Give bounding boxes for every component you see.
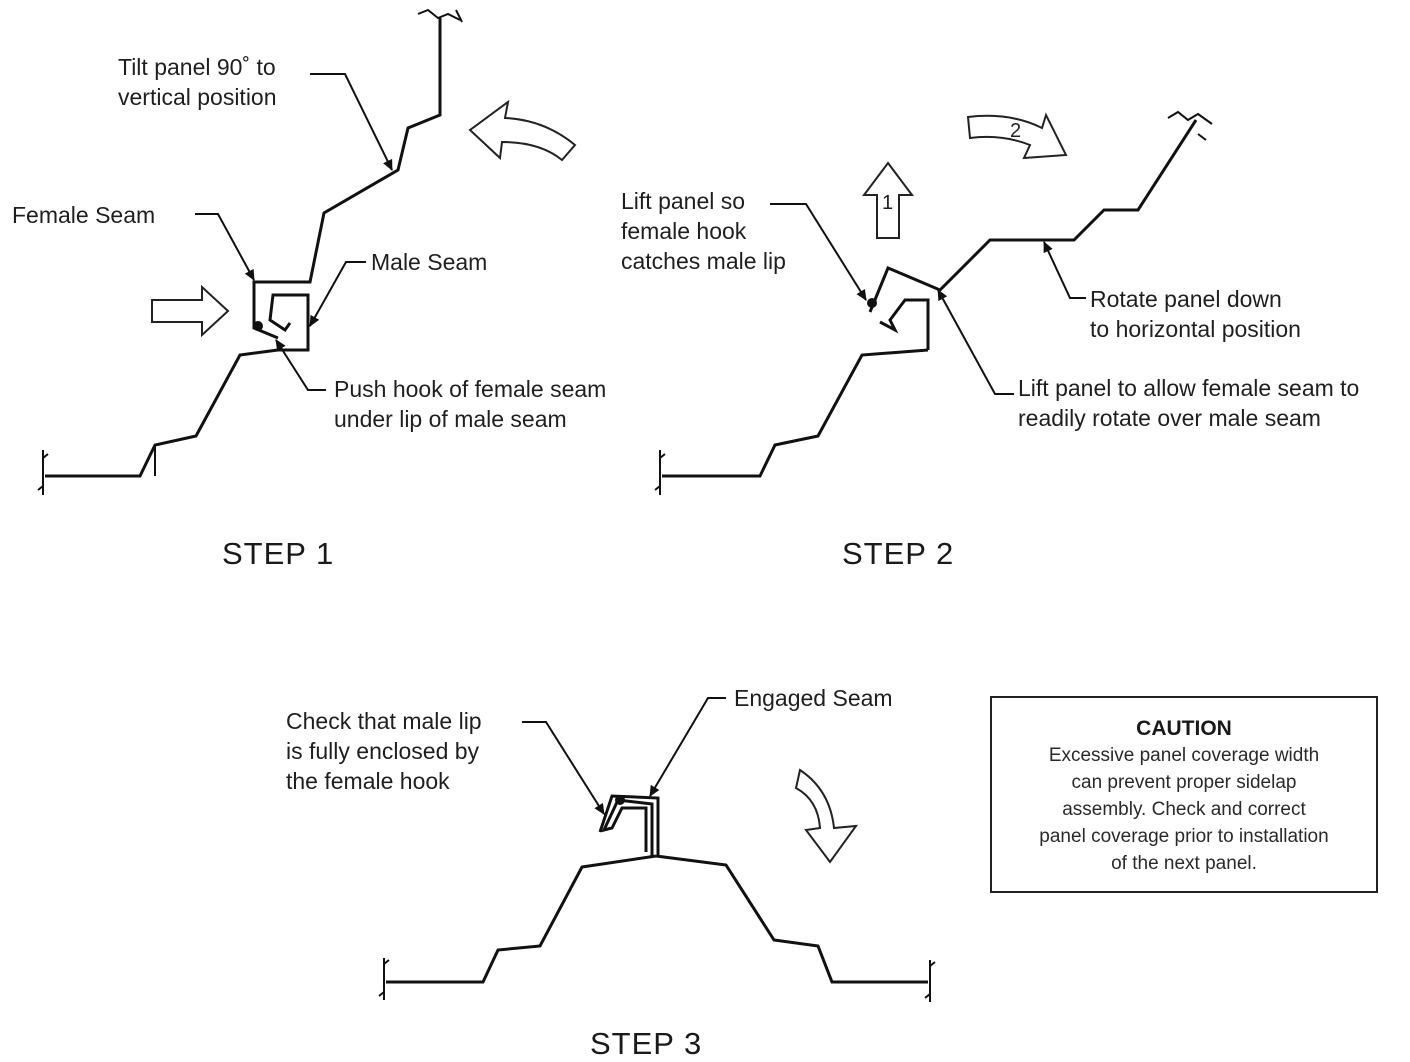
step2-upper-panel [868, 119, 1198, 313]
step3-break-marks-left [378, 958, 390, 1000]
step2-lift-arrow-number: 1 [882, 192, 893, 214]
step1-drawing [37, 8, 577, 495]
step3-left-panel [386, 854, 657, 984]
step3-right-panel [655, 854, 928, 984]
label-female-seam: Female Seam [12, 202, 156, 228]
caution-body: Excessive panel coverage width can preve… [1039, 745, 1329, 874]
step2-lower-panel [662, 348, 929, 478]
step2-leader-rotate [1043, 241, 1086, 299]
step2-break-marks-left [654, 450, 666, 495]
step1-leader-male [309, 261, 366, 327]
step1-leader-push [275, 339, 326, 391]
label-check-male-lip: Check that male lip is fully enclosed by… [286, 708, 482, 794]
step2-lift-arrow [862, 161, 914, 239]
step1-leader-female [195, 213, 255, 281]
caution-title: CAUTION [1136, 717, 1232, 740]
step3-break-marks-right [924, 960, 936, 1002]
caution-box: CAUTION Excessive panel coverage width c… [990, 696, 1378, 893]
step1-tilt-arrow [468, 99, 577, 162]
label-tilt-panel: Tilt panel 90˚ to vertical position [118, 54, 277, 110]
step3-down-arrow [794, 768, 859, 864]
step1-break-marks-top [417, 8, 463, 23]
label-male-seam: Male Seam [371, 249, 488, 275]
step2-leader-lift-allow [937, 289, 1014, 395]
label-lift-panel-so: Lift panel so female hook catches male l… [621, 188, 786, 274]
step2-rotate-arrow [966, 112, 1068, 160]
step3-title: STEP 3 [590, 1026, 703, 1061]
step1-female-hook-dot [253, 321, 263, 331]
step2-rotate-arrow-number: 2 [1010, 120, 1021, 142]
label-engaged-seam: Engaged Seam [734, 685, 893, 711]
step2-drawing: 1 2 [654, 110, 1213, 495]
step3-drawing [378, 697, 936, 1002]
step2-leader-lift-so [770, 203, 867, 301]
step1-lower-panel [45, 348, 279, 478]
step2-male-seam [879, 298, 930, 350]
step1-break-marks-left [37, 450, 49, 495]
step3-engaged-seam [598, 794, 660, 856]
step3-female-hook-dot [615, 795, 625, 805]
step3-leader-check [522, 721, 605, 815]
label-lift-panel-allow: Lift panel to allow female seam to readi… [1018, 375, 1360, 431]
step2-title: STEP 2 [842, 536, 955, 571]
step1-push-arrow [151, 284, 230, 338]
step2-break-marks-top [1167, 110, 1213, 141]
step1-upper-panel [252, 18, 442, 340]
label-rotate-panel-down: Rotate panel down to horizontal position [1090, 286, 1301, 342]
step3-leader-engaged [649, 697, 726, 797]
step1-male-seam [268, 293, 310, 352]
step1-leader-tilt [310, 73, 393, 171]
label-push-hook: Push hook of female seam under lip of ma… [334, 376, 607, 432]
step1-title: STEP 1 [222, 536, 335, 571]
step2-female-hook-dot [867, 298, 877, 308]
